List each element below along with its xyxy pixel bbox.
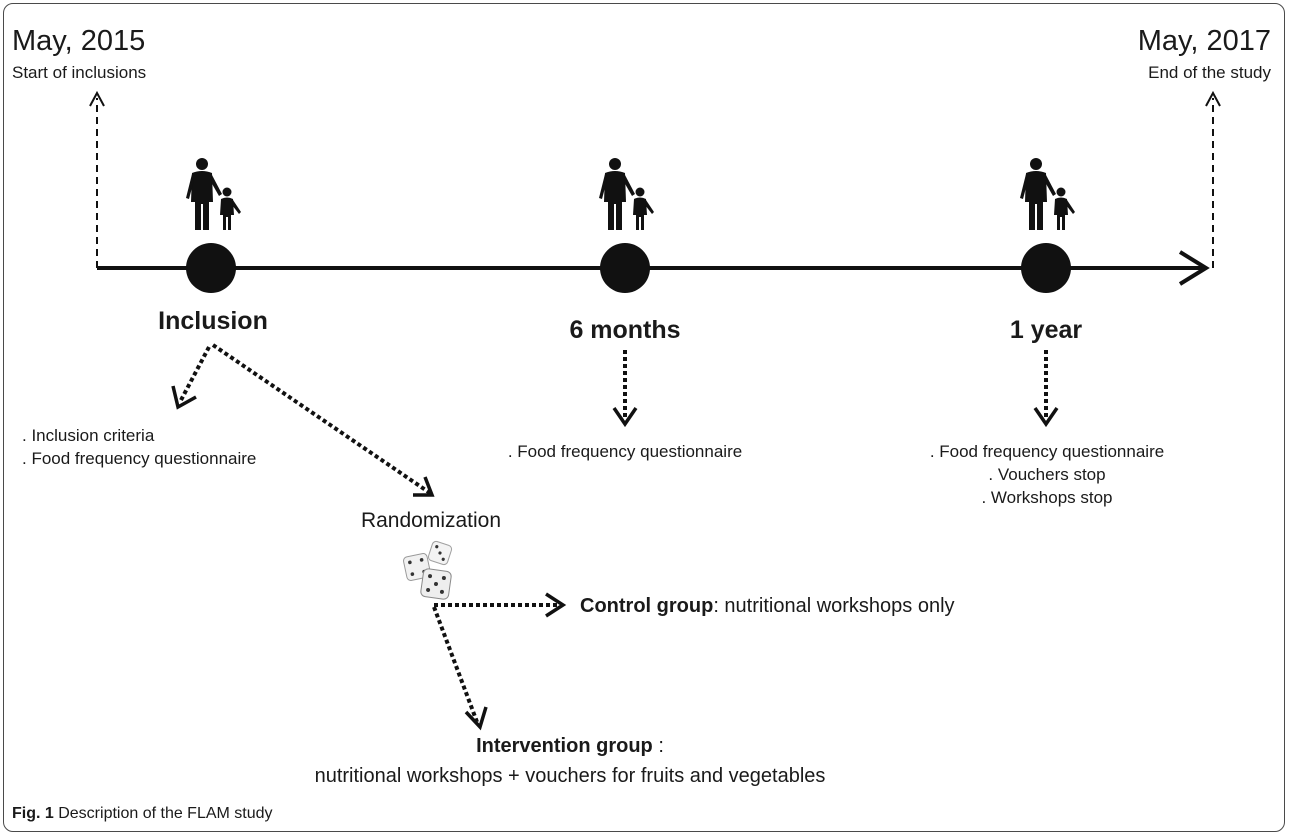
list-item: . Workshops stop <box>981 488 1113 507</box>
intervention-group-colon: : <box>652 735 664 757</box>
dice-icon <box>403 540 453 600</box>
milestone-dot-6-months <box>600 243 650 293</box>
start-date: May, 2015 <box>12 25 146 57</box>
arrow-control-group <box>434 592 567 618</box>
list-item: . Vouchers stop <box>988 465 1106 484</box>
list-item: . Food frequency questionnaire <box>507 442 743 461</box>
randomization-label: Randomization <box>360 509 502 532</box>
figure-number: Fig. 1 <box>12 805 54 822</box>
control-group-text: Control group: nutritional workshops onl… <box>580 596 955 616</box>
inclusion-list: . Inclusion criteria . Food frequency qu… <box>22 424 256 470</box>
end-date: May, 2017 <box>1137 25 1271 57</box>
figure-caption-text: Description of the FLAM study <box>53 805 273 822</box>
end-marker <box>1205 90 1221 268</box>
milestone-label-6-months: 6 months <box>569 316 681 344</box>
milestone-dot-1-year <box>1021 243 1071 293</box>
list-item: . Food frequency questionnaire <box>929 442 1165 461</box>
family-icon <box>186 158 241 230</box>
arrow-1-year <box>1033 350 1059 428</box>
figure-frame <box>3 3 1285 832</box>
intervention-group-title: Intervention group <box>476 735 653 757</box>
six-months-list: . Food frequency questionnaire <box>440 440 810 463</box>
intervention-group-heading: Intervention group : <box>270 736 870 756</box>
intervention-group-description: nutritional workshops + vouchers for fru… <box>314 765 826 787</box>
start-label: Start of inclusions <box>12 63 147 82</box>
milestone-label-1-year: 1 year <box>1009 316 1083 344</box>
milestone-dot-inclusion <box>186 243 236 293</box>
family-icon <box>1020 158 1075 230</box>
arrow-inclusion-criteria <box>171 346 211 410</box>
list-item: . Inclusion criteria <box>22 426 155 445</box>
arrow-6-months <box>612 350 638 428</box>
end-label: End of the study <box>1148 63 1271 82</box>
control-group-description: : nutritional workshops only <box>713 595 955 617</box>
milestone-label-inclusion: Inclusion <box>158 307 268 335</box>
start-marker <box>89 90 105 268</box>
family-icon <box>599 158 654 230</box>
list-item: . Food frequency questionnaire <box>22 449 257 468</box>
control-group-title: Control group <box>580 595 714 617</box>
one-year-list: . Food frequency questionnaire . Voucher… <box>862 440 1232 509</box>
figure-caption: Fig. 1 Description of the FLAM study <box>12 806 273 822</box>
arrow-randomization <box>211 343 435 497</box>
arrow-intervention-group <box>432 606 488 731</box>
